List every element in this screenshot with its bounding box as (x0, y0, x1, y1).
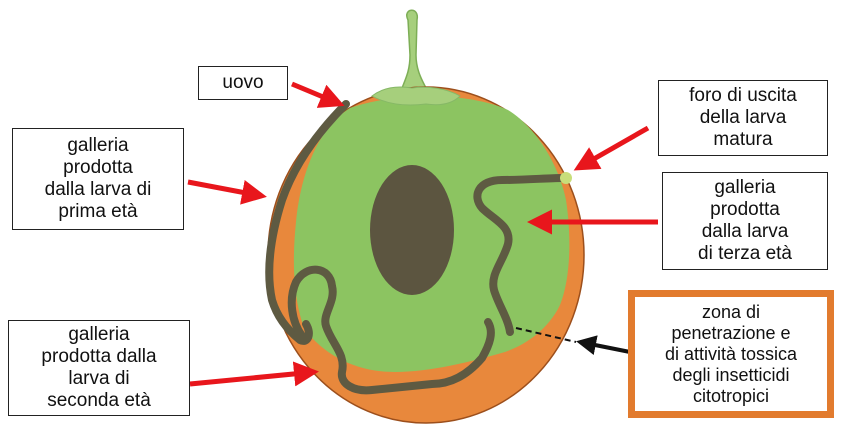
label-second-instar: galleria prodotta dalla larva di seconda… (8, 320, 190, 416)
arrow-first-instar (188, 182, 262, 196)
exit-hole (560, 172, 572, 184)
arrow-egg (292, 84, 340, 104)
stem (402, 10, 426, 88)
label-egg: uovo (198, 66, 288, 100)
label-toxic-zone: zona di penetrazione e di attività tossi… (628, 290, 834, 418)
label-exit-hole: foro di uscita della larva matura (658, 80, 828, 156)
seed-cavity (370, 165, 454, 295)
arrow-exit-hole (578, 128, 648, 168)
label-first-instar: galleria prodotta dalla larva di prima e… (12, 128, 184, 230)
arrow-second-instar (190, 372, 314, 384)
label-third-instar: galleria prodotta dalla larva di terza e… (662, 172, 828, 270)
zone-pointer-arrow (580, 342, 630, 352)
